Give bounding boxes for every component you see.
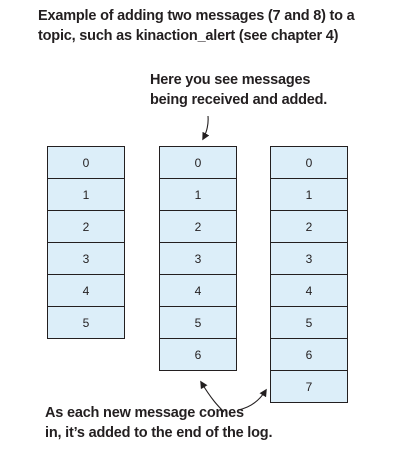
log-cell: 3 — [47, 242, 125, 275]
log-cell: 3 — [159, 242, 237, 275]
annotation-received-line-1: Here you see messages — [150, 72, 311, 88]
annotation-appended-line-2: in, it’s added to the end of the log. — [45, 425, 273, 441]
log-snapshot-1: 0 1 2 3 4 5 — [47, 146, 125, 339]
log-snapshot-2: 0 1 2 3 4 5 6 — [159, 146, 237, 371]
caption-line-2: topic, such as kinaction_alert (see chap… — [38, 28, 339, 44]
log-cell: 0 — [159, 146, 237, 179]
log-snapshot-3: 0 1 2 3 4 5 6 7 — [270, 146, 348, 403]
log-cell: 6 — [159, 338, 237, 371]
log-cell: 2 — [47, 210, 125, 243]
log-cell: 3 — [270, 242, 348, 275]
log-cell: 7 — [270, 370, 348, 403]
log-cell: 1 — [270, 178, 348, 211]
annotation-appended-line-1: As each new message comes — [45, 405, 244, 421]
caption-line-1: Example of adding two messages (7 and 8)… — [38, 8, 355, 24]
log-cell: 0 — [270, 146, 348, 179]
log-cell: 6 — [270, 338, 348, 371]
figure-caption: Example of adding two messages (7 and 8)… — [38, 6, 378, 46]
log-cell: 0 — [47, 146, 125, 179]
log-cell: 1 — [159, 178, 237, 211]
annotation-received-line-2: being received and added. — [150, 92, 328, 108]
log-cell: 4 — [47, 274, 125, 307]
log-cell: 2 — [159, 210, 237, 243]
log-cell: 5 — [159, 306, 237, 339]
log-cell: 1 — [47, 178, 125, 211]
log-cell: 5 — [47, 306, 125, 339]
log-cell: 5 — [270, 306, 348, 339]
log-cell: 4 — [159, 274, 237, 307]
annotation-received: Here you see messages being received and… — [150, 70, 327, 110]
annotation-appended: As each new message comes in, it’s added… — [45, 403, 272, 443]
arrow-to-middle-log — [202, 115, 210, 141]
log-cell: 4 — [270, 274, 348, 307]
log-cell: 2 — [270, 210, 348, 243]
